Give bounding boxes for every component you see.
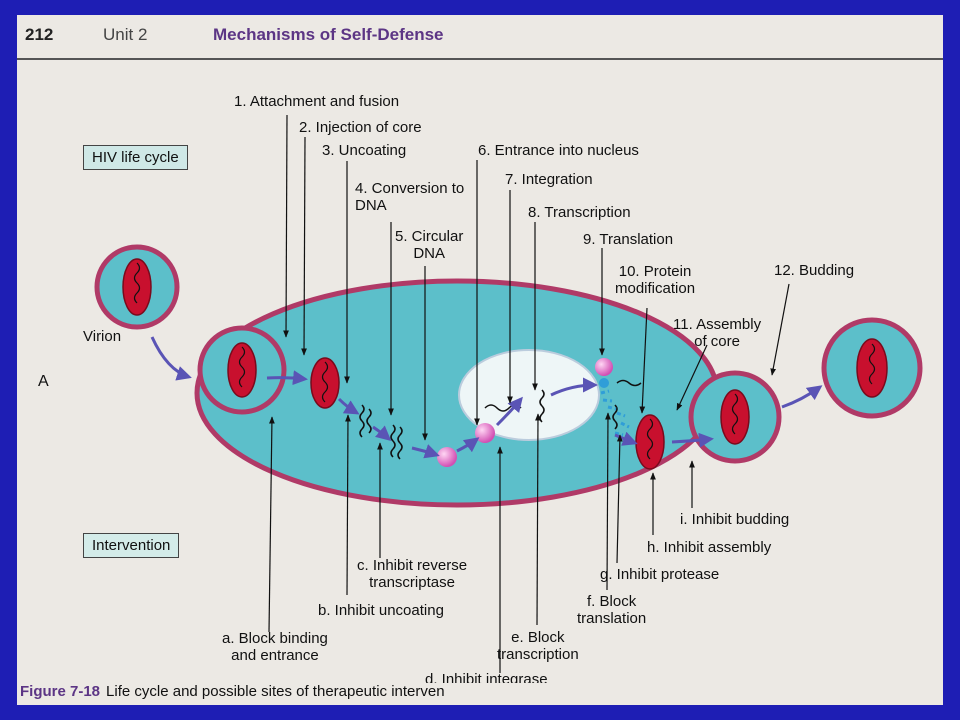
step-10-label: 10. Protein modification [615,263,695,297]
step-11-label: 11. Assembly of core [673,316,761,350]
circular-dna-particle [437,447,457,467]
intervention-c-line-2: transcriptase [369,574,455,591]
intervention-e-label: e. Block transcription [497,629,579,663]
ribosome-particle [595,358,613,376]
core-injected [310,357,340,409]
intervention-box: Intervention [83,533,180,558]
step-7-label: 7. Integration [505,171,593,188]
chapter-title: Mechanisms of Self-Defense [213,25,444,44]
step-6-label: 6. Entrance into nucleus [478,142,639,159]
intervention-e-line-2: transcription [497,646,579,663]
intervention-c-line-1: c. Inhibit reverse [357,557,468,574]
step-12-label: 12. Budding [774,262,855,279]
panel-label: A [38,373,49,390]
step-1-label: 1. Attachment and fusion [234,93,400,110]
hiv-life-cycle-diagram [94,114,923,673]
virion-label: Virion [83,328,122,345]
intervention-b-label: b. Inhibit uncoating [318,602,444,619]
unit-label: Unit 2 [103,25,148,44]
step-11-line-2: of core [694,333,740,350]
figure-caption: Figure 7-18 Life cycle and possible sites… [17,683,943,705]
intervention-e-line-1: e. Block [511,629,565,646]
step-11-line-1: 11. Assembly [673,316,762,333]
step-10-line-2: modification [615,280,696,297]
page-number: 212 [25,25,54,44]
intervention-a-line-2: and entrance [231,647,319,664]
intervention-a-label: a. Block binding and entrance [222,630,328,664]
step-4-line-1: 4. Conversion to [355,180,465,197]
intervention-c-label: c. Inhibit reverse transcriptase [357,557,467,591]
step-5-label: 5. Circular DNA [395,228,463,262]
step-5-line-1: 5. Circular [395,228,464,245]
step-5-line-2: DNA [413,245,446,262]
preintegration-particle [475,423,495,443]
intervention-f-label: f. Block translation [577,593,646,627]
step-4-label: 4. Conversion to DNA [355,180,464,214]
intervention-f-line-2: translation [577,610,647,627]
intervention-h-label: h. Inhibit assembly [647,539,772,556]
core-assembled [635,414,665,470]
nucleus [458,349,600,441]
hiv-life-cycle-box: HIV life cycle [83,145,188,170]
intervention-g-label: g. Inhibit protease [600,566,720,583]
figure-caption-text: Life cycle and possible sites of therape… [106,683,445,700]
step-8-label: 8. Transcription [528,204,631,221]
step-2-label: 2. Injection of core [299,119,422,136]
step-9-label: 9. Translation [583,231,674,248]
step-3-label: 3. Uncoating [322,142,407,159]
textbook-page: 212 Unit 2 Mechanisms of Self-Defense [17,15,943,705]
figure-number: Figure 7-18 [20,683,101,700]
intervention-a-line-1: a. Block binding [222,630,328,647]
intervention-i-label: i. Inhibit budding [680,511,790,528]
intervention-f-line-1: f. Block [587,593,637,610]
header-rule [17,58,943,60]
step-4-line-2: DNA [355,197,387,214]
step-10-line-1: 10. Protein [618,263,692,280]
